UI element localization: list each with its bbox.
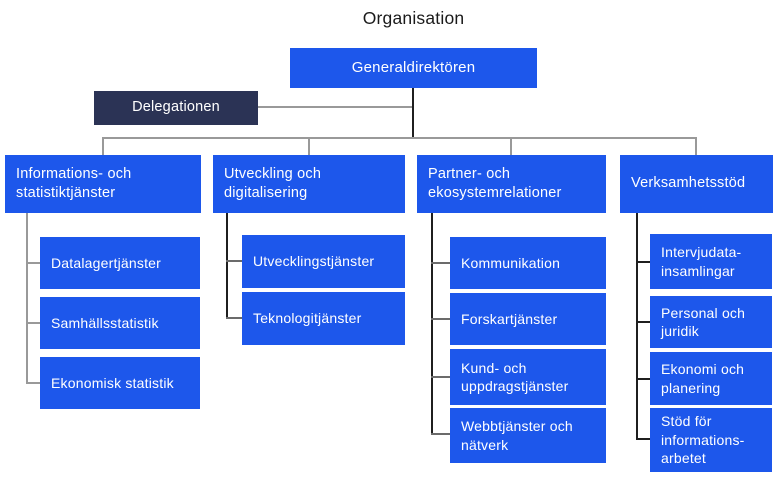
org-box-label: Teknologitjänster [253,310,362,327]
connector-distribution [102,137,697,139]
connector-delegation [258,106,412,108]
connector-drop-col4 [695,137,697,155]
org-box-generaldirektoren: Generaldirektören [290,48,537,88]
org-box-child: Personal och juridik [650,296,772,348]
connector-col3-stub [431,433,450,435]
org-box-child: Kommunikation [450,237,606,289]
connector-col1-vertical [26,213,28,384]
org-box-label: Ekonomisk statistik [51,374,174,391]
connector-drop-col2 [308,137,310,155]
org-box-label: Personal och juridik [661,304,746,339]
org-box-child: Ekonomi och planering [650,352,772,405]
connector-col2-stub [226,260,242,262]
org-box-label: Utvecklingstjänster [253,253,375,270]
chart-title: Organisation [362,8,465,28]
org-box-label: Forskartjänster [461,310,558,327]
connector-col3-stub [431,262,450,264]
connector-drop-col1 [102,137,104,155]
org-box-label: Webbtjänster och nätverk [461,418,573,453]
org-box-child: Ekonomisk statistik [40,357,200,409]
connector-col4-stub [636,321,650,323]
connector-col3-stub [431,376,450,378]
connector-col4-vertical [636,213,638,440]
org-box-label: Delegationen [132,99,220,116]
org-box-child: Kund- och uppdragstjänster [450,349,606,405]
org-box-child: Utvecklingstjänster [242,235,405,288]
org-box-label: Generaldirektören [351,59,476,77]
connector-col4-stub [636,261,650,263]
connector-col4-stub [636,378,650,380]
org-box-label: Stöd för informations-arbetet [661,413,745,467]
org-box-label: Samhällsstatistik [51,314,159,331]
connector-col3-vertical [431,213,433,435]
org-box-delegationen: Delegationen [94,91,258,125]
org-box-header-col1: Informations- och statistiktjänster [5,155,201,213]
connector-col3-stub [431,318,450,320]
connector-col4-stub [636,438,650,440]
org-box-child: Teknologitjänster [242,292,405,345]
org-box-header-col3: Partner- och ekosystemrelationer [417,155,606,213]
org-box-label: Intervjudata-insamlingar [661,244,742,279]
org-box-label: Ekonomi och planering [661,361,745,396]
org-box-label: Verksamhetsstöd [631,175,746,192]
org-box-header-col4: Verksamhetsstöd [620,155,773,213]
connector-col2-vertical [226,213,228,319]
org-box-label: Informations- och statistiktjänster [16,165,132,201]
org-box-header-col2: Utveckling och digitalisering [213,155,405,213]
org-box-label: Kund- och uppdragstjänster [461,359,569,394]
org-box-child: Samhällsstatistik [40,297,200,349]
org-box-label: Kommunikation [461,254,561,271]
org-box-child: Datalagertjänster [40,237,200,289]
org-box-label: Utveckling och digitalisering [224,165,322,201]
org-box-label: Partner- och ekosystemrelationer [428,165,562,201]
connector-col1-stub [26,382,40,384]
connector-col2-stub [226,317,242,319]
org-box-child: Webbtjänster och nätverk [450,408,606,463]
connector-col1-stub [26,262,40,264]
org-box-child: Intervjudata-insamlingar [650,234,772,289]
connector-root-drop [412,88,414,138]
org-box-label: Datalagertjänster [51,254,162,271]
connector-col1-stub [26,322,40,324]
connector-drop-col3 [510,137,512,155]
org-box-child: Forskartjänster [450,293,606,345]
org-box-child: Stöd för informations-arbetet [650,408,772,472]
